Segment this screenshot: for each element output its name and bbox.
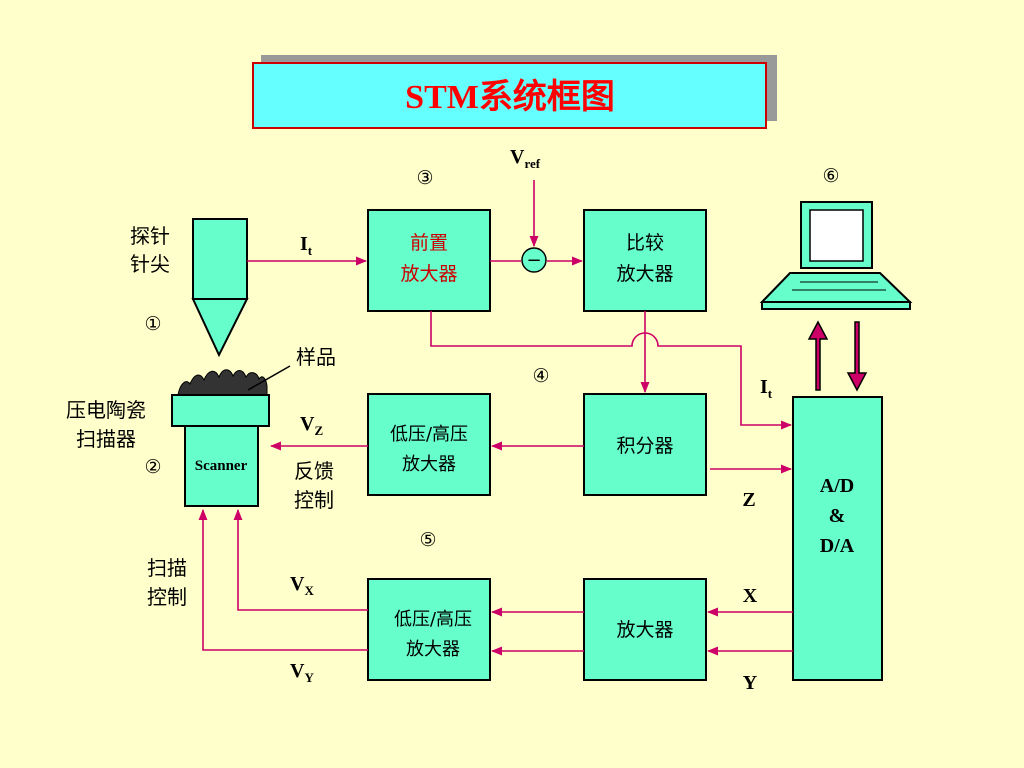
scanner-label: Scanner (195, 458, 248, 474)
preamp-label-line1: 前置 (410, 232, 448, 254)
z-label: Z (742, 489, 755, 511)
wire-vy-to-scanner (198, 508, 368, 651)
scan-control-label-line1: 扫描 (147, 556, 187, 580)
sample-label: 样品 (296, 345, 336, 369)
feedback-label-line1: 反馈 (294, 459, 334, 483)
marker-3: ③ (416, 167, 433, 189)
hv-amp-z-label-line2: 放大器 (402, 454, 456, 475)
vx-label: VX (290, 573, 314, 598)
y-label: Y (743, 672, 758, 694)
title-box: STM系统框图 (252, 55, 777, 129)
vy-label: VY (290, 660, 314, 685)
piezo-label-line1: 压电陶瓷 (66, 398, 146, 422)
comparator-block: 比较 放大器 (583, 209, 707, 312)
it-adda-label: It (760, 376, 773, 401)
it-label: It (300, 233, 313, 258)
minus-sign: − (526, 250, 541, 271)
probe-label-line1: 探针 (130, 224, 170, 248)
scan-control-label-line2: 控制 (147, 585, 187, 609)
hv-amp-xy-block: 低压/高压 放大器 (367, 578, 491, 681)
integrator-block: 积分器 (583, 393, 707, 496)
comparator-label-line2: 放大器 (616, 263, 673, 285)
marker-2: ② (144, 456, 161, 478)
hv-amp-z-label-line1: 低压/高压 (390, 424, 468, 445)
hv-amp-xy-label-line1: 低压/高压 (394, 609, 472, 630)
wire-preamp-to-adda (430, 311, 793, 430)
sample-pointer-line (247, 365, 291, 391)
marker-5: ⑤ (419, 529, 436, 551)
marker-6: ⑥ (822, 165, 839, 187)
probe-label-line2: 针尖 (130, 252, 170, 276)
title-background (252, 62, 767, 129)
computer-to-adda-arrow (846, 321, 868, 392)
hv-amp-xy-label-line2: 放大器 (406, 639, 460, 660)
piezo-scanner: Scanner (171, 394, 270, 507)
computer-monitor-icon (759, 201, 913, 310)
amp-label: 放大器 (616, 619, 673, 641)
summing-junction (521, 247, 547, 273)
hv-amp-z-block: 低压/高压 放大器 (367, 393, 491, 496)
adda-label-line3: D/A (820, 535, 855, 557)
sample-surface-icon (177, 369, 268, 396)
adda-block: A/D & D/A (792, 396, 883, 681)
probe-tip-icon (191, 218, 249, 358)
preamp-block: 前置 放大器 (367, 209, 491, 312)
feedback-label-line2: 控制 (294, 488, 334, 512)
comparator-label-line1: 比较 (626, 232, 664, 254)
x-label: X (743, 585, 758, 607)
piezo-label-line2: 扫描器 (76, 427, 136, 451)
marker-4: ④ (532, 365, 549, 387)
page-title: STM系统框图 (405, 78, 615, 116)
adda-label-line1: A/D (820, 475, 854, 497)
wire-vx-to-scanner (233, 508, 368, 611)
vz-label: VZ (300, 413, 323, 438)
marker-1: ① (144, 313, 161, 335)
preamp-label-line2: 放大器 (400, 263, 457, 285)
adda-label-line2: & (829, 505, 846, 527)
integrator-label: 积分器 (616, 435, 673, 457)
adda-to-computer-arrow (807, 320, 829, 391)
amp-block: 放大器 (583, 578, 707, 681)
vref-label: Vref (510, 146, 541, 171)
